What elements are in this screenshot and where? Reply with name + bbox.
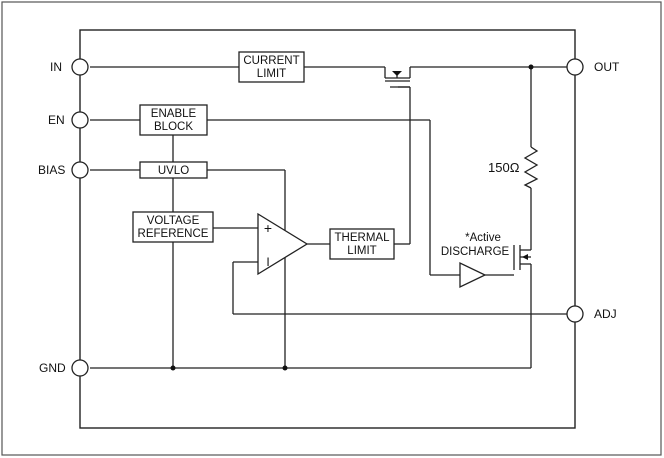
junction-dots bbox=[170, 64, 534, 371]
pin-bias: BIAS bbox=[38, 161, 89, 179]
current-limit-line2: LIMIT bbox=[257, 68, 286, 80]
resistor-150 bbox=[523, 146, 539, 189]
pin-adj: ADJ bbox=[566, 305, 617, 323]
active-discharge-line1: *Active bbox=[465, 232, 501, 244]
pin-en: EN bbox=[48, 111, 89, 129]
discharge-transistor bbox=[510, 245, 531, 276]
enable-block-line1: ENABLE bbox=[151, 108, 197, 120]
pin-in: IN bbox=[50, 58, 89, 76]
pin-out: OUT bbox=[566, 58, 620, 76]
enable-block: ENABLE BLOCK bbox=[139, 104, 208, 136]
voltage-reference-block: VOLTAGE REFERENCE bbox=[132, 211, 214, 243]
uvlo-block: UVLO bbox=[139, 161, 208, 179]
pin-gnd: GND bbox=[39, 359, 89, 377]
thermal-limit-line2: LIMIT bbox=[347, 245, 376, 257]
voltage-reference-line1: VOLTAGE bbox=[147, 215, 200, 227]
discharge-buffer bbox=[459, 261, 487, 289]
uvlo-label: UVLO bbox=[158, 165, 189, 177]
amp-plus-sign: + bbox=[264, 220, 272, 236]
pin-en-label: EN bbox=[48, 113, 65, 127]
amp-minus-sign: I bbox=[266, 255, 269, 269]
pin-in-label: IN bbox=[50, 60, 62, 74]
thermal-limit-block: THERMAL LIMIT bbox=[329, 228, 395, 260]
pin-bias-label: BIAS bbox=[38, 163, 65, 177]
chip-outline bbox=[79, 29, 576, 429]
thermal-limit-line1: THERMAL bbox=[335, 232, 391, 244]
enable-block-line2: BLOCK bbox=[154, 121, 193, 133]
active-discharge-line2: DISCHARGE bbox=[441, 246, 510, 258]
pass-transistor bbox=[384, 67, 411, 88]
resistor-value-label: 150Ω bbox=[488, 160, 520, 175]
voltage-reference-line2: REFERENCE bbox=[138, 228, 209, 240]
current-limit-line1: CURRENT bbox=[243, 55, 299, 67]
current-limit-block: CURRENT LIMIT bbox=[238, 51, 305, 83]
pin-adj-label: ADJ bbox=[594, 307, 617, 321]
pin-gnd-label: GND bbox=[39, 361, 66, 375]
pin-out-label: OUT bbox=[594, 60, 620, 74]
error-amplifier bbox=[257, 212, 309, 276]
